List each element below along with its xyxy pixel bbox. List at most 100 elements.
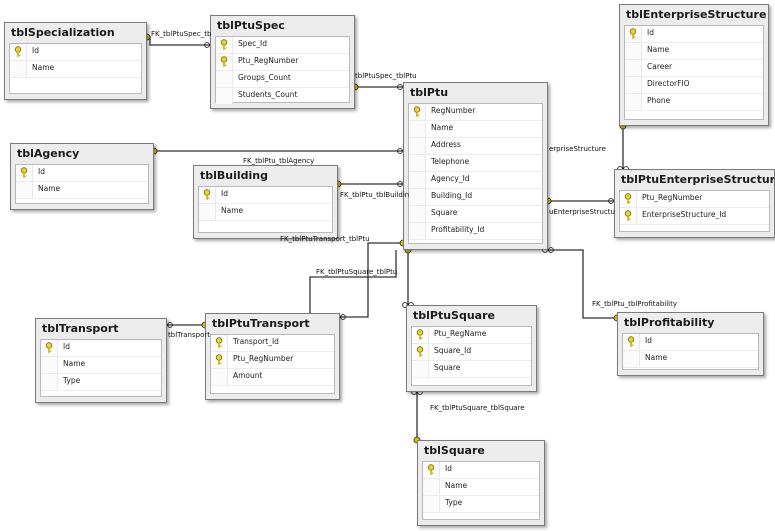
column-row[interactable]: EnterpriseStructure_Id (620, 208, 769, 225)
row-selector (412, 344, 429, 360)
column-row[interactable]: Agency_Id (409, 172, 542, 189)
primary-key-icon (627, 336, 635, 347)
row-selector (41, 340, 58, 356)
column-name: Profitability_Id (431, 225, 485, 234)
column-name: Amount (233, 371, 263, 380)
relationship-line[interactable] (309, 250, 397, 313)
column-row[interactable]: Name (199, 204, 332, 221)
column-row[interactable]: Phone (625, 94, 763, 111)
column-row[interactable]: Name (10, 61, 141, 78)
row-selector (409, 155, 426, 171)
column-name: Ptu_RegNumber (238, 56, 299, 65)
column-row[interactable]: Groups_Count (216, 71, 349, 88)
column-row[interactable]: Name (16, 182, 148, 199)
column-row[interactable]: Name (41, 357, 161, 374)
column-row[interactable]: Students_Count (216, 88, 349, 105)
row-selector (409, 172, 426, 188)
column-row[interactable]: Name (423, 479, 539, 496)
column-row[interactable]: Name (623, 351, 758, 368)
column-row[interactable]: Id (199, 187, 332, 204)
column-name: Square (434, 363, 461, 372)
column-name: Students_Count (238, 90, 298, 99)
primary-key-icon (220, 39, 228, 50)
column-name: Id (445, 464, 452, 473)
column-row[interactable]: Spec_Id (216, 37, 349, 54)
relationship-line[interactable] (340, 242, 403, 318)
column-row[interactable]: Ptu_RegNumber (211, 352, 334, 369)
column-row[interactable]: RegNumber (409, 104, 542, 121)
primary-key-icon (220, 56, 228, 67)
column-name: Id (32, 46, 39, 55)
relationship-label: FK_tblPtuTransport_tblPtu (280, 235, 370, 243)
column-name: Type (445, 498, 463, 507)
column-row[interactable]: Square (409, 206, 542, 223)
row-selector (412, 361, 429, 377)
column-name: Name (431, 123, 454, 132)
relationship-line[interactable] (147, 36, 210, 46)
row-selector (620, 208, 637, 224)
column-row[interactable]: Id (625, 26, 763, 43)
column-name: Name (445, 481, 468, 490)
column-name: Address (431, 140, 461, 149)
column-row[interactable]: Square_Id (412, 344, 531, 361)
column-row[interactable]: Type (41, 374, 161, 391)
primary-key-icon (215, 354, 223, 365)
row-selector (620, 191, 637, 207)
column-row[interactable]: Career (625, 60, 763, 77)
column-row[interactable]: Id (423, 462, 539, 479)
column-row[interactable]: Transport_Id (211, 335, 334, 352)
column-row[interactable]: Type (423, 496, 539, 513)
table-title: tblPtuSpec (217, 19, 285, 32)
relationship-label: uEnterpriseStructu (549, 208, 615, 216)
primary-key-icon (416, 329, 424, 340)
column-name: Id (38, 167, 45, 176)
column-row[interactable]: Id (623, 334, 758, 351)
column-row[interactable]: Ptu_RegNumber (216, 54, 349, 71)
primary-key-icon (45, 342, 53, 353)
column-row[interactable]: Id (10, 44, 141, 61)
column-row[interactable]: Id (16, 165, 148, 182)
column-row[interactable]: Square (412, 361, 531, 378)
column-row[interactable]: Id (41, 340, 161, 357)
relationship-label: FK_tblPtuSpec_tb (151, 30, 212, 38)
column-row[interactable]: Name (625, 43, 763, 60)
column-row[interactable]: Name (409, 121, 542, 138)
column-row[interactable]: Profitability_Id (409, 223, 542, 240)
column-row[interactable]: DirectorFIO (625, 77, 763, 94)
table-title: tblPtuEnterpriseStructure (621, 173, 774, 186)
column-name: Type (63, 376, 81, 385)
column-row[interactable]: Telephone (409, 155, 542, 172)
primary-key-icon (215, 337, 223, 348)
primary-key-icon (427, 464, 435, 475)
row-selector (41, 374, 58, 390)
column-row[interactable]: Amount (211, 369, 334, 386)
column-name: Groups_Count (238, 73, 291, 82)
relationship-line[interactable] (548, 249, 617, 319)
column-name: Id (221, 189, 228, 198)
column-row[interactable]: Ptu_RegNumber (620, 191, 769, 208)
column-row[interactable]: Ptu_RegName (412, 327, 531, 344)
column-row[interactable]: Building_Id (409, 189, 542, 206)
table-title: tblProfitability (624, 316, 715, 329)
primary-key-icon (624, 193, 632, 204)
column-row[interactable]: Address (409, 138, 542, 155)
